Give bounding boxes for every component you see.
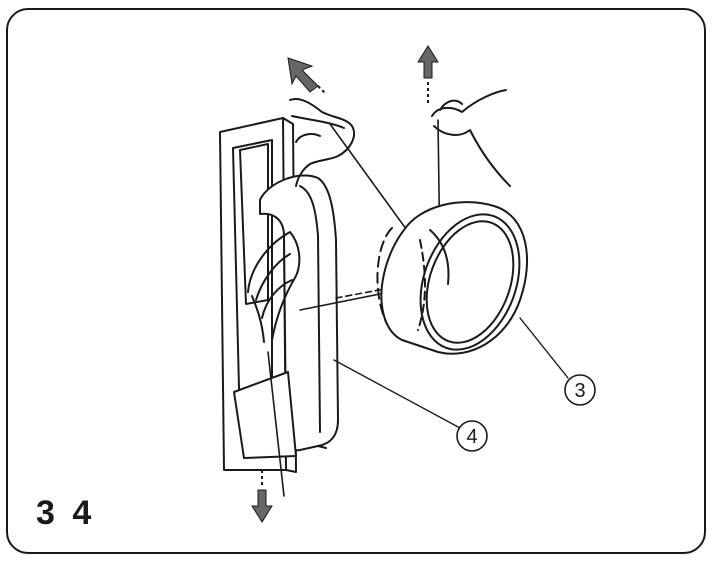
callout-tension-spring: 4 xyxy=(456,420,488,452)
callout-leader-3 xyxy=(519,317,569,379)
tension-spring-cover xyxy=(233,174,339,459)
figure-number: 3 4 xyxy=(36,496,97,530)
pull-arrow-upper-left xyxy=(287,57,327,95)
svg-text:3: 3 xyxy=(574,380,585,402)
figure-frame xyxy=(6,8,706,554)
pull-arrow-down xyxy=(251,470,273,523)
pull-arrow-up xyxy=(417,45,439,104)
left-hand xyxy=(289,98,356,187)
svg-text:4: 4 xyxy=(466,426,477,448)
figure-number-part: 3 xyxy=(36,494,57,532)
bobbin-case xyxy=(376,201,529,355)
callout-bobbin-case: 3 xyxy=(564,374,596,406)
callout-leader-4 xyxy=(333,359,461,429)
right-hand xyxy=(431,89,511,187)
figure-number-part: 4 xyxy=(72,494,94,532)
